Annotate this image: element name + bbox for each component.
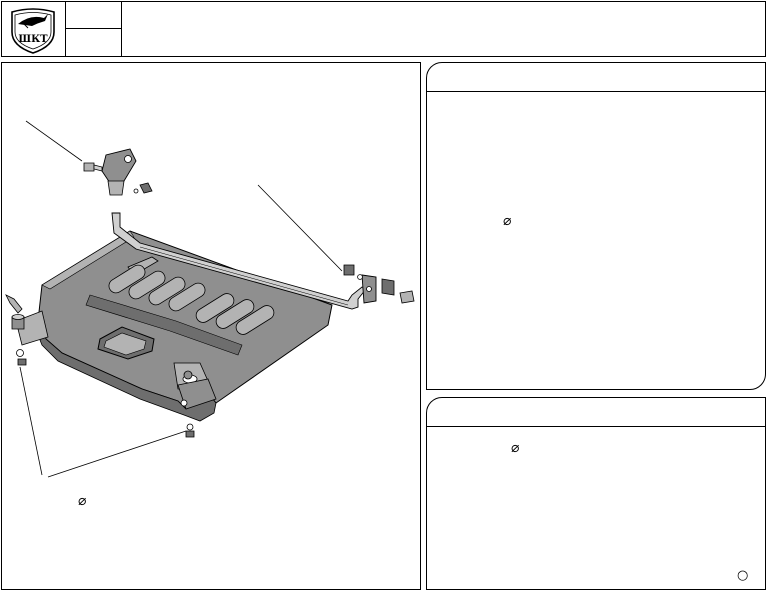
- parts-corner-mark: ○: [737, 568, 749, 583]
- skid-plate-illustration: [5, 120, 415, 478]
- drawing-diameter-symbol: ⌀: [78, 493, 87, 509]
- code-cell-bottom: [65, 28, 122, 57]
- info-panel-divider: [427, 91, 765, 92]
- logo-lettering: ШКТ: [18, 34, 48, 45]
- parts-panel: ⌀ ○: [426, 397, 766, 590]
- code-cell-top: [65, 1, 122, 29]
- info-panel: ⌀: [426, 62, 766, 390]
- drawing-panel: ⌀: [1, 62, 421, 590]
- logo-cell: ШКТ: [1, 1, 66, 57]
- parts-diameter-symbol: ⌀: [511, 440, 520, 456]
- info-diameter-symbol: ⌀: [503, 213, 512, 229]
- parts-panel-divider: [427, 426, 765, 427]
- shield-emblem-icon: ШКТ: [11, 8, 55, 54]
